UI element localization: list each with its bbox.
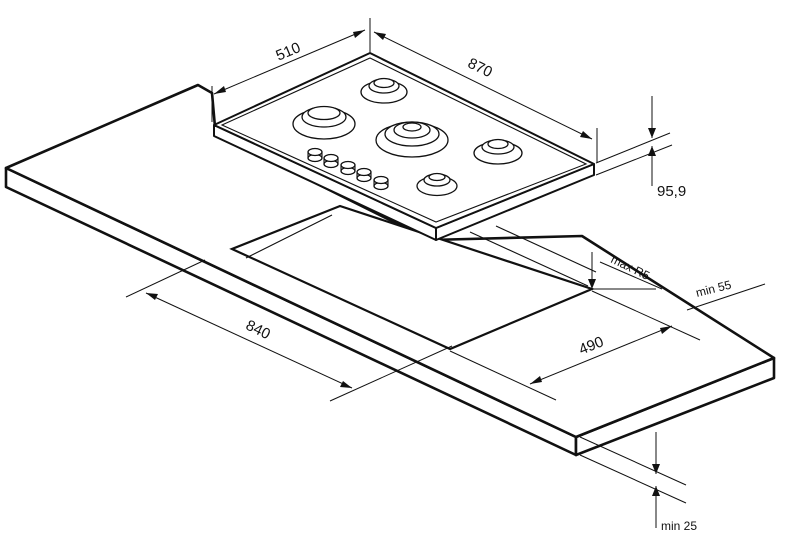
knob-1: [307, 147, 323, 163]
label-hob-width: 870: [465, 55, 495, 81]
dim-line-hob-width: [373, 31, 593, 140]
dimension-lines: [125, 18, 766, 528]
label-hob-height: 95,9: [657, 183, 686, 200]
burner-left: [292, 105, 356, 140]
burner-front: [416, 172, 458, 197]
burner-wok-center: [375, 121, 449, 158]
dim-line-hob-depth: [213, 29, 366, 95]
dim-line-cutout-depth: [529, 325, 673, 385]
burner-right: [473, 138, 523, 165]
knob-4: [356, 167, 372, 183]
label-hob-depth: 510: [273, 39, 303, 64]
knob-3: [340, 160, 356, 176]
knob-5: [373, 175, 389, 191]
control-knobs: [307, 147, 389, 191]
label-cutout-width: 840: [243, 317, 273, 343]
cutout-inner-edge-rear: [469, 231, 589, 287]
hob-top-plate-inner: [220, 57, 588, 223]
cutout-inner-edge-rear-2: [495, 225, 597, 273]
burner-rear-center: [360, 77, 408, 104]
cutout-inner-edge: [245, 214, 333, 259]
label-worktop-thickness: min 25: [661, 519, 697, 533]
hob: [213, 52, 595, 241]
knob-2: [323, 153, 339, 169]
dim-line-cutout-width: [145, 292, 353, 389]
dim-line-front-margin: [599, 261, 663, 290]
